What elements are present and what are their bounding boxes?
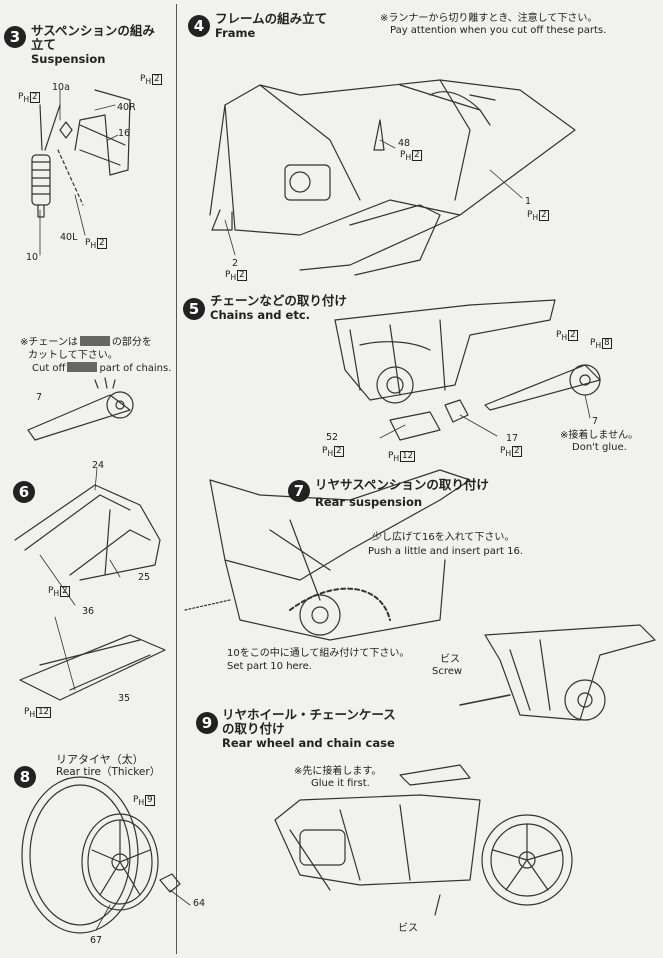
chain-note-jp: ※チェーンは の部分を: [20, 336, 152, 349]
part-label-64: 64: [193, 898, 206, 909]
part-label-67: 67: [90, 935, 103, 946]
step-9-title-jp-line1: リヤホイール・チェーンケース: [222, 707, 396, 722]
cut-area-swatch: [79, 336, 110, 346]
cut-area-swatch: [67, 362, 98, 372]
step-7-note2-en: Set part 10 here.: [227, 661, 312, 672]
step-8-title-jp: リアタイヤ（太）: [56, 753, 144, 766]
part-label-40R: 40R: [117, 102, 136, 113]
part-label-2: 2: [232, 258, 239, 269]
chain-drawing: [27, 377, 134, 441]
part-label-35: 35: [118, 693, 131, 704]
step-7-screw-en: Screw: [432, 666, 463, 677]
step-4-number: 4: [188, 15, 210, 37]
step-3-title-jp-line2: 立て: [31, 37, 57, 52]
step-4-title-jp: フレームの組み立て: [215, 11, 328, 26]
step-7-note1-en: Push a little and insert part 16.: [368, 546, 524, 557]
step-4-note-jp: ※ランナーから切り離すとき、注意して下さい。: [380, 13, 598, 24]
step-5-note-en: Don't glue.: [572, 442, 627, 453]
step-7-screw-jp: ビス: [440, 654, 460, 665]
step-5-number: 5: [183, 298, 205, 320]
step-9-note-en: Glue it first.: [311, 778, 370, 789]
step-3-title-jp-line1: サスペンションの組み: [31, 23, 155, 38]
suspension-drawing: [31, 89, 131, 218]
step-7-note1-jp: 少し広げて16を入れて下さい。: [372, 532, 515, 543]
part-label-48: 48: [398, 138, 411, 149]
part-label-1: 1: [525, 196, 532, 207]
part-label-25: 25: [138, 572, 151, 583]
part-label-7: 7: [36, 392, 43, 403]
part-label-24: 24: [92, 460, 105, 471]
step-9-title-jp-line2: の取り付け: [222, 721, 285, 736]
part-label-52: 52: [326, 432, 339, 443]
step-6-number: 6: [13, 481, 35, 503]
step-7-number: 7: [288, 480, 310, 502]
frame-drawing: [209, 79, 576, 276]
step-7-title-en: Rear suspension: [315, 495, 423, 509]
step-3-number: 3: [4, 26, 26, 48]
step-9-title-en: Rear wheel and chain case: [222, 736, 395, 750]
step-5-title-en: Chains and etc.: [210, 308, 311, 322]
rear-detail-drawing: [459, 624, 656, 721]
leader-lines: [39, 89, 591, 931]
part-label-16: 16: [118, 128, 131, 139]
part-label-10a: 10a: [52, 82, 70, 93]
tire-drawing: [21, 776, 181, 934]
chain-note-jp-pre: ※チェーンは: [20, 337, 78, 348]
part-label-7: 7: [592, 416, 599, 427]
step-5-note-jp: ※接着しません。: [560, 430, 639, 441]
step-8-title-en: Rear tire（Thicker）: [56, 766, 161, 778]
step-7-title-jp: リヤサスペンションの取り付け: [315, 477, 489, 492]
step-3-title-en: Suspension: [31, 52, 106, 66]
step-9-note-jp: ※先に接着します。: [294, 766, 382, 777]
step-4-note-en: Pay attention when you cut off these par…: [390, 25, 607, 36]
swingarm-drawing: [14, 484, 166, 701]
part-label-36: 36: [82, 606, 95, 617]
step-9-screw-jp: ビス: [398, 923, 418, 934]
step-7-note2-jp: 10をこの中に通して組み付けて下さい。: [227, 648, 410, 659]
vertical-divider: [176, 4, 177, 954]
step-8-number: 8: [14, 766, 36, 788]
rear-wheel-assembly-drawing: [274, 764, 573, 916]
chain-note-jp-post: の部分を: [111, 337, 152, 348]
step-9-number: 9: [196, 712, 218, 734]
part-label-40L: 40L: [60, 232, 78, 243]
step-5-title-jp: チェーンなどの取り付け: [210, 293, 347, 308]
part-label-17: 17: [506, 433, 519, 444]
chain-note-jp-line2: カットして下さい。: [28, 350, 118, 361]
chains-drawing: [334, 299, 601, 441]
part-label-10: 10: [26, 252, 39, 263]
step-4-title-en: Frame: [215, 26, 256, 40]
